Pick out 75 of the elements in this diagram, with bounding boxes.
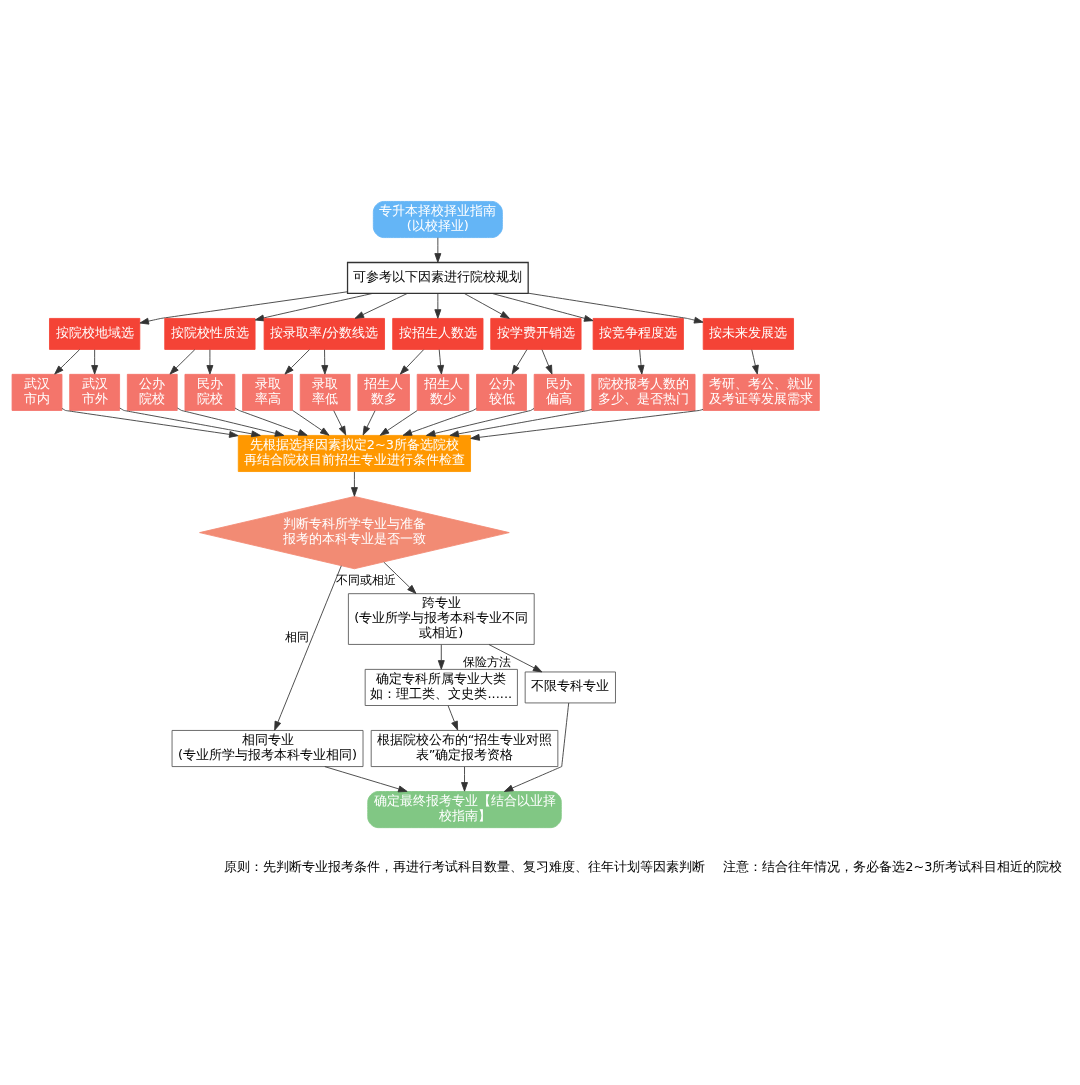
arrow [351, 471, 358, 497]
arrow [61, 408, 239, 438]
node-box: 招生人数多 [357, 373, 410, 411]
node-box: 民办偏高 [533, 373, 585, 411]
arrow [449, 409, 593, 438]
arrow [503, 702, 570, 792]
arrow [447, 705, 459, 731]
arrow [292, 410, 330, 436]
arrow [234, 407, 308, 436]
arrow [362, 410, 376, 436]
arrow [541, 349, 553, 375]
node-box: 考研、考公、就业及考证等发展需求 [702, 373, 820, 411]
node-box: 根据院校公布的“招生专业对照表”确定报考资格 [370, 730, 559, 767]
node-box: 跨专业 (专业所学与报考本科专业不同或相近) [347, 593, 535, 645]
arrow [527, 292, 704, 324]
node-box: 按院校地域选 [49, 318, 141, 350]
edge-label: 保险方法 [462, 654, 511, 669]
node-box: 相同专业 (专业所学与报考本科专业相同) [171, 730, 364, 767]
arrow [399, 349, 425, 375]
arrow [751, 349, 759, 375]
node-box: 确定最终报考专业【结合以业择校指南】 [367, 791, 562, 829]
node-box: 录取率低 [299, 373, 351, 411]
arrow [177, 407, 285, 437]
node-diamond: 判断专科所学专业与准备报考的本科专业是否一致 [199, 496, 510, 570]
arrow [169, 349, 196, 375]
node-box: 确定专科所属专业大类 如：理工类、文史类...... [364, 668, 518, 706]
arrow [402, 408, 477, 436]
edge-label: 不同或相近 [335, 573, 396, 588]
arrow [511, 349, 528, 375]
arrow [91, 349, 99, 375]
node-box: 按学费开销选 [490, 318, 582, 350]
node-box: 招生人数少 [416, 373, 470, 411]
node-box: 武汉市外 [69, 373, 121, 411]
arrow [434, 237, 442, 263]
arrow [470, 409, 704, 441]
arrow [492, 293, 594, 322]
arrow [274, 565, 342, 731]
node-box: 按院校性质选 [164, 318, 256, 350]
arrow [119, 407, 261, 438]
node-box: 先根据选择因素拟定2~3所备选院校再结合院校目前招生专业进行条件检查 [237, 435, 471, 472]
arrow [425, 408, 535, 437]
node-box: 民办院校 [184, 373, 236, 411]
arrow [488, 644, 543, 673]
arrow [284, 349, 310, 375]
node-box: 公办较低 [476, 373, 527, 411]
arrow [321, 349, 329, 375]
arrow [324, 766, 408, 793]
node-box: 专升本择校择业指南 (以校择业) [372, 201, 503, 238]
node-box: 按录取率/分数线选 [263, 318, 385, 350]
edge-label: 相同 [285, 629, 310, 644]
arrow [383, 561, 417, 594]
node-box: 可参考以下因素进行院校规划 [346, 261, 529, 295]
node-box: 不限专科专业 [524, 671, 616, 704]
label: 注意：结合往年情况，务必备选2~3所考试科目相近的院校 [723, 859, 1063, 875]
arrow [434, 293, 442, 319]
arrow [437, 349, 445, 375]
node-box: 武汉市内 [11, 373, 63, 411]
node-box: 按未来发展选 [702, 318, 794, 350]
arrow [437, 644, 445, 670]
arrow [254, 293, 373, 322]
arrow [139, 291, 348, 325]
node-box: 按竞争程度选 [592, 318, 684, 350]
arrow [461, 766, 468, 792]
node-box: 公办院校 [126, 373, 178, 411]
node-box: 院校报考人数的多少、是否热门 [591, 373, 696, 411]
label: 原则：先判断专业报考条件，再进行考试科目数量、复习难度、往年计划等因素判断 [224, 859, 706, 875]
node-box: 按招生人数选 [392, 318, 484, 350]
arrow [54, 349, 80, 375]
arrow [206, 349, 214, 375]
arrow [354, 293, 408, 319]
arrow [379, 410, 418, 436]
arrow [463, 293, 510, 319]
node-box: 录取率高 [242, 373, 293, 411]
arrow [637, 349, 645, 375]
arrow [333, 410, 347, 436]
